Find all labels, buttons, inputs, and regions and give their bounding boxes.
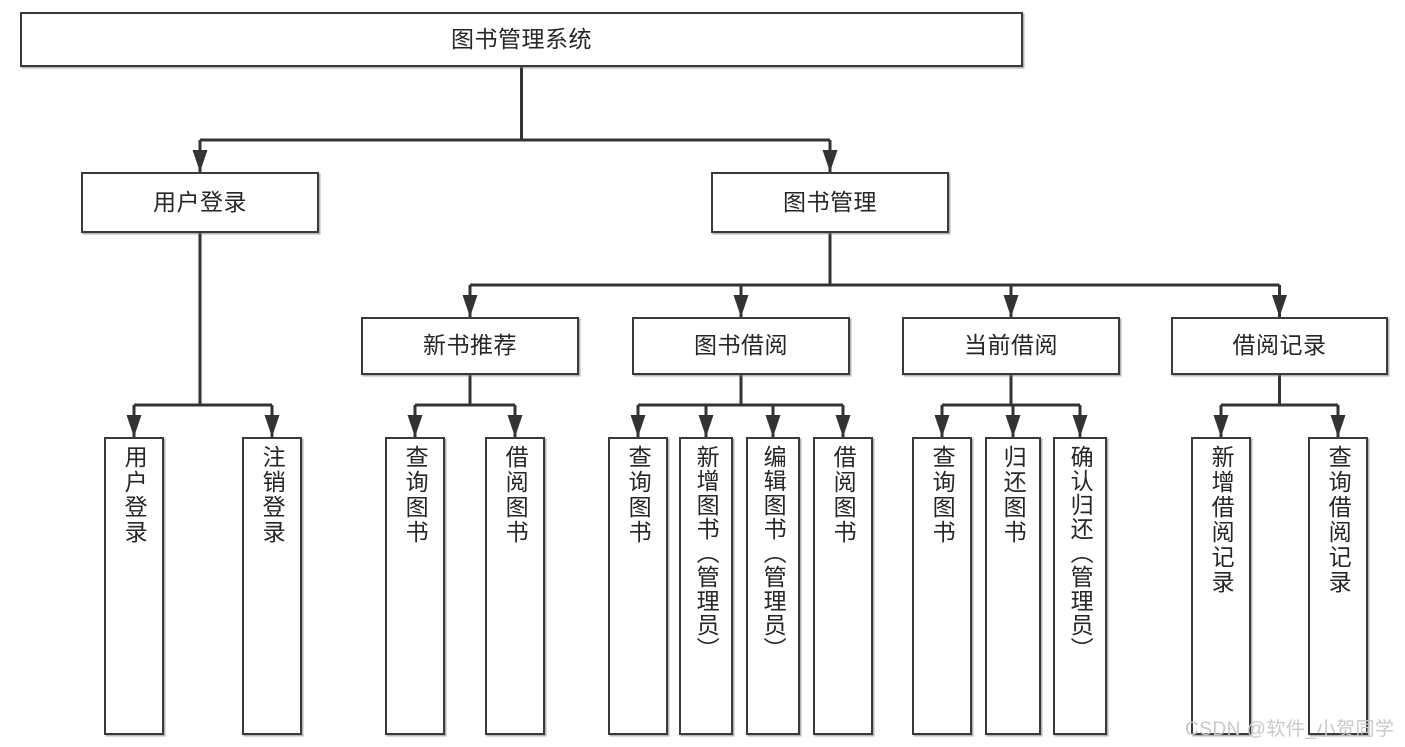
connector-arrowhead bbox=[733, 295, 749, 317]
connector-arrowhead bbox=[407, 415, 423, 437]
node-label: 图书管理系统 bbox=[451, 25, 592, 52]
node-label: 归还图书 bbox=[1000, 445, 1027, 545]
connector-arrowhead bbox=[698, 415, 714, 437]
connector-arrowhead bbox=[765, 415, 781, 437]
node-leaf-logout[interactable]: 注销登录 bbox=[242, 437, 302, 735]
node-leaf-query-book-2[interactable]: 查询图书 bbox=[608, 437, 668, 735]
connector-arrowhead bbox=[462, 295, 478, 317]
connector-arrowhead bbox=[1003, 295, 1019, 317]
node-label: 新增借阅记录 bbox=[1208, 445, 1235, 595]
node-leaf-user-login[interactable]: 用户登录 bbox=[104, 437, 164, 735]
node-label: 查询借阅记录 bbox=[1325, 445, 1352, 595]
node-label: 查询图书 bbox=[402, 445, 429, 545]
connector-arrowhead bbox=[1272, 295, 1287, 317]
node-label: 用户登录 bbox=[153, 188, 247, 215]
connector-arrowhead bbox=[264, 415, 280, 437]
connector-arrowhead bbox=[630, 415, 646, 437]
node-label: 图书管理 bbox=[783, 188, 877, 215]
node-leaf-add-record[interactable]: 新增借阅记录 bbox=[1191, 437, 1251, 735]
node-leaf-query-book-1[interactable]: 查询图书 bbox=[385, 437, 445, 735]
connector-arrowhead bbox=[1072, 415, 1088, 437]
connector-arrowhead bbox=[1330, 415, 1346, 437]
node-book-borrow[interactable]: 图书借阅 bbox=[632, 317, 850, 375]
connector-arrowhead bbox=[822, 150, 838, 172]
node-leaf-borrow-book-2[interactable]: 借阅图书 bbox=[813, 437, 873, 735]
node-leaf-query-book-3[interactable]: 查询图书 bbox=[912, 437, 972, 735]
node-label: 用户登录 bbox=[121, 445, 148, 545]
node-label: 新书推荐 bbox=[423, 332, 517, 359]
connector-arrowhead bbox=[835, 415, 851, 437]
connector-arrowhead bbox=[507, 415, 523, 437]
node-borrow-record[interactable]: 借阅记录 bbox=[1171, 317, 1388, 375]
node-leaf-confirm-return[interactable]: 确认归还（管理员） bbox=[1053, 437, 1107, 735]
node-book-manage[interactable]: 图书管理 bbox=[711, 172, 949, 233]
node-leaf-add-book[interactable]: 新增图书（管理员） bbox=[679, 437, 733, 735]
connector-arrowhead bbox=[192, 150, 208, 172]
node-user-login[interactable]: 用户登录 bbox=[81, 172, 319, 233]
node-label: 借阅图书 bbox=[830, 445, 857, 545]
node-label: 注销登录 bbox=[259, 445, 286, 545]
connector-arrowhead bbox=[934, 415, 950, 437]
node-label: 确认归还（管理员） bbox=[1067, 445, 1094, 661]
node-leaf-return-book[interactable]: 归还图书 bbox=[985, 437, 1041, 735]
node-label: 借阅图书 bbox=[502, 445, 529, 545]
node-label: 查询图书 bbox=[625, 445, 652, 545]
node-leaf-borrow-book-1[interactable]: 借阅图书 bbox=[485, 437, 545, 735]
node-label: 新增图书（管理员） bbox=[693, 445, 720, 661]
node-leaf-edit-book[interactable]: 编辑图书（管理员） bbox=[746, 437, 800, 735]
node-label: 当前借阅 bbox=[964, 332, 1058, 359]
connector-arrowhead bbox=[1213, 415, 1229, 437]
connector-arrowhead bbox=[1005, 415, 1021, 437]
node-new-book-rec[interactable]: 新书推荐 bbox=[361, 317, 579, 375]
connector-arrowhead bbox=[126, 415, 142, 437]
node-leaf-query-record[interactable]: 查询借阅记录 bbox=[1308, 437, 1368, 735]
node-label: 查询图书 bbox=[929, 445, 956, 545]
csdn-watermark: CSDN @软件_小贺同学 bbox=[1185, 719, 1395, 740]
node-current-borrow[interactable]: 当前借阅 bbox=[902, 317, 1120, 375]
node-label: 图书借阅 bbox=[694, 332, 788, 359]
node-label: 借阅记录 bbox=[1232, 332, 1327, 359]
node-root[interactable]: 图书管理系统 bbox=[20, 12, 1023, 67]
node-label: 编辑图书（管理员） bbox=[760, 445, 787, 661]
